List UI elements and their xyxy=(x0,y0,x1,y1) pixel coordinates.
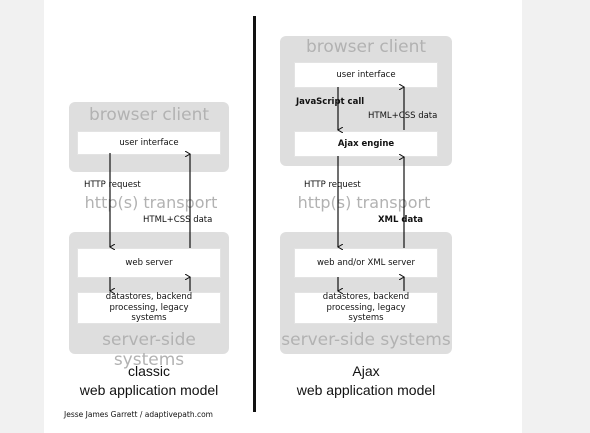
ajax-server-panel: web and/or XML server datastores, backen… xyxy=(280,232,452,354)
diagram-canvas: browser client user interface HTTP reque… xyxy=(44,0,522,433)
classic-user-interface-box: user interface xyxy=(77,131,221,155)
classic-browser-client-panel: browser client user interface xyxy=(69,102,229,172)
ajax-http-request-label: HTTP request xyxy=(304,180,361,190)
classic-caption-line1: classic xyxy=(127,363,170,379)
classic-browser-client-title: browser client xyxy=(88,105,210,125)
ajax-server-side-title: server-side systems xyxy=(281,330,451,350)
classic-server-side-title: server-side systems xyxy=(102,330,196,370)
classic-datastores-box: datastores, backend processing, legacy s… xyxy=(77,292,221,324)
ajax-user-interface-box: user interface xyxy=(294,62,438,88)
ajax-caption: Ajax web application model xyxy=(266,362,466,400)
ajax-browser-client-title: browser client xyxy=(305,37,427,57)
classic-web-server-box: web server xyxy=(77,248,221,278)
classic-transport-label: http(s) transport xyxy=(84,193,218,212)
ajax-caption-line2: web application model xyxy=(296,381,436,398)
ajax-web-server-box: web and/or XML server xyxy=(294,248,438,278)
classic-html-css-label: HTML+CSS data xyxy=(143,215,213,225)
ajax-caption-line1: Ajax xyxy=(352,363,380,379)
center-divider-line xyxy=(253,16,256,412)
credit-line: Jesse James Garrett / adaptivepath.com xyxy=(64,410,213,419)
classic-server-panel: web server datastores, backend processin… xyxy=(69,232,229,370)
ajax-javascript-call-label: JavaScript call xyxy=(296,97,365,107)
flow-arrows xyxy=(44,0,522,433)
ajax-xml-data-label: XML data xyxy=(378,215,424,225)
ajax-engine-box: Ajax engine xyxy=(294,131,438,157)
ajax-transport-label: http(s) transport xyxy=(297,193,431,212)
classic-http-request-label: HTTP request xyxy=(84,180,141,190)
ajax-datastores-box: datastores, backend processing, legacy s… xyxy=(294,292,438,324)
classic-caption: classic web application model xyxy=(54,362,244,400)
ajax-html-css-label: HTML+CSS data xyxy=(368,111,438,121)
classic-caption-line2: web application model xyxy=(79,381,219,398)
ajax-browser-client-panel: browser client user interface Ajax engin… xyxy=(280,36,452,166)
